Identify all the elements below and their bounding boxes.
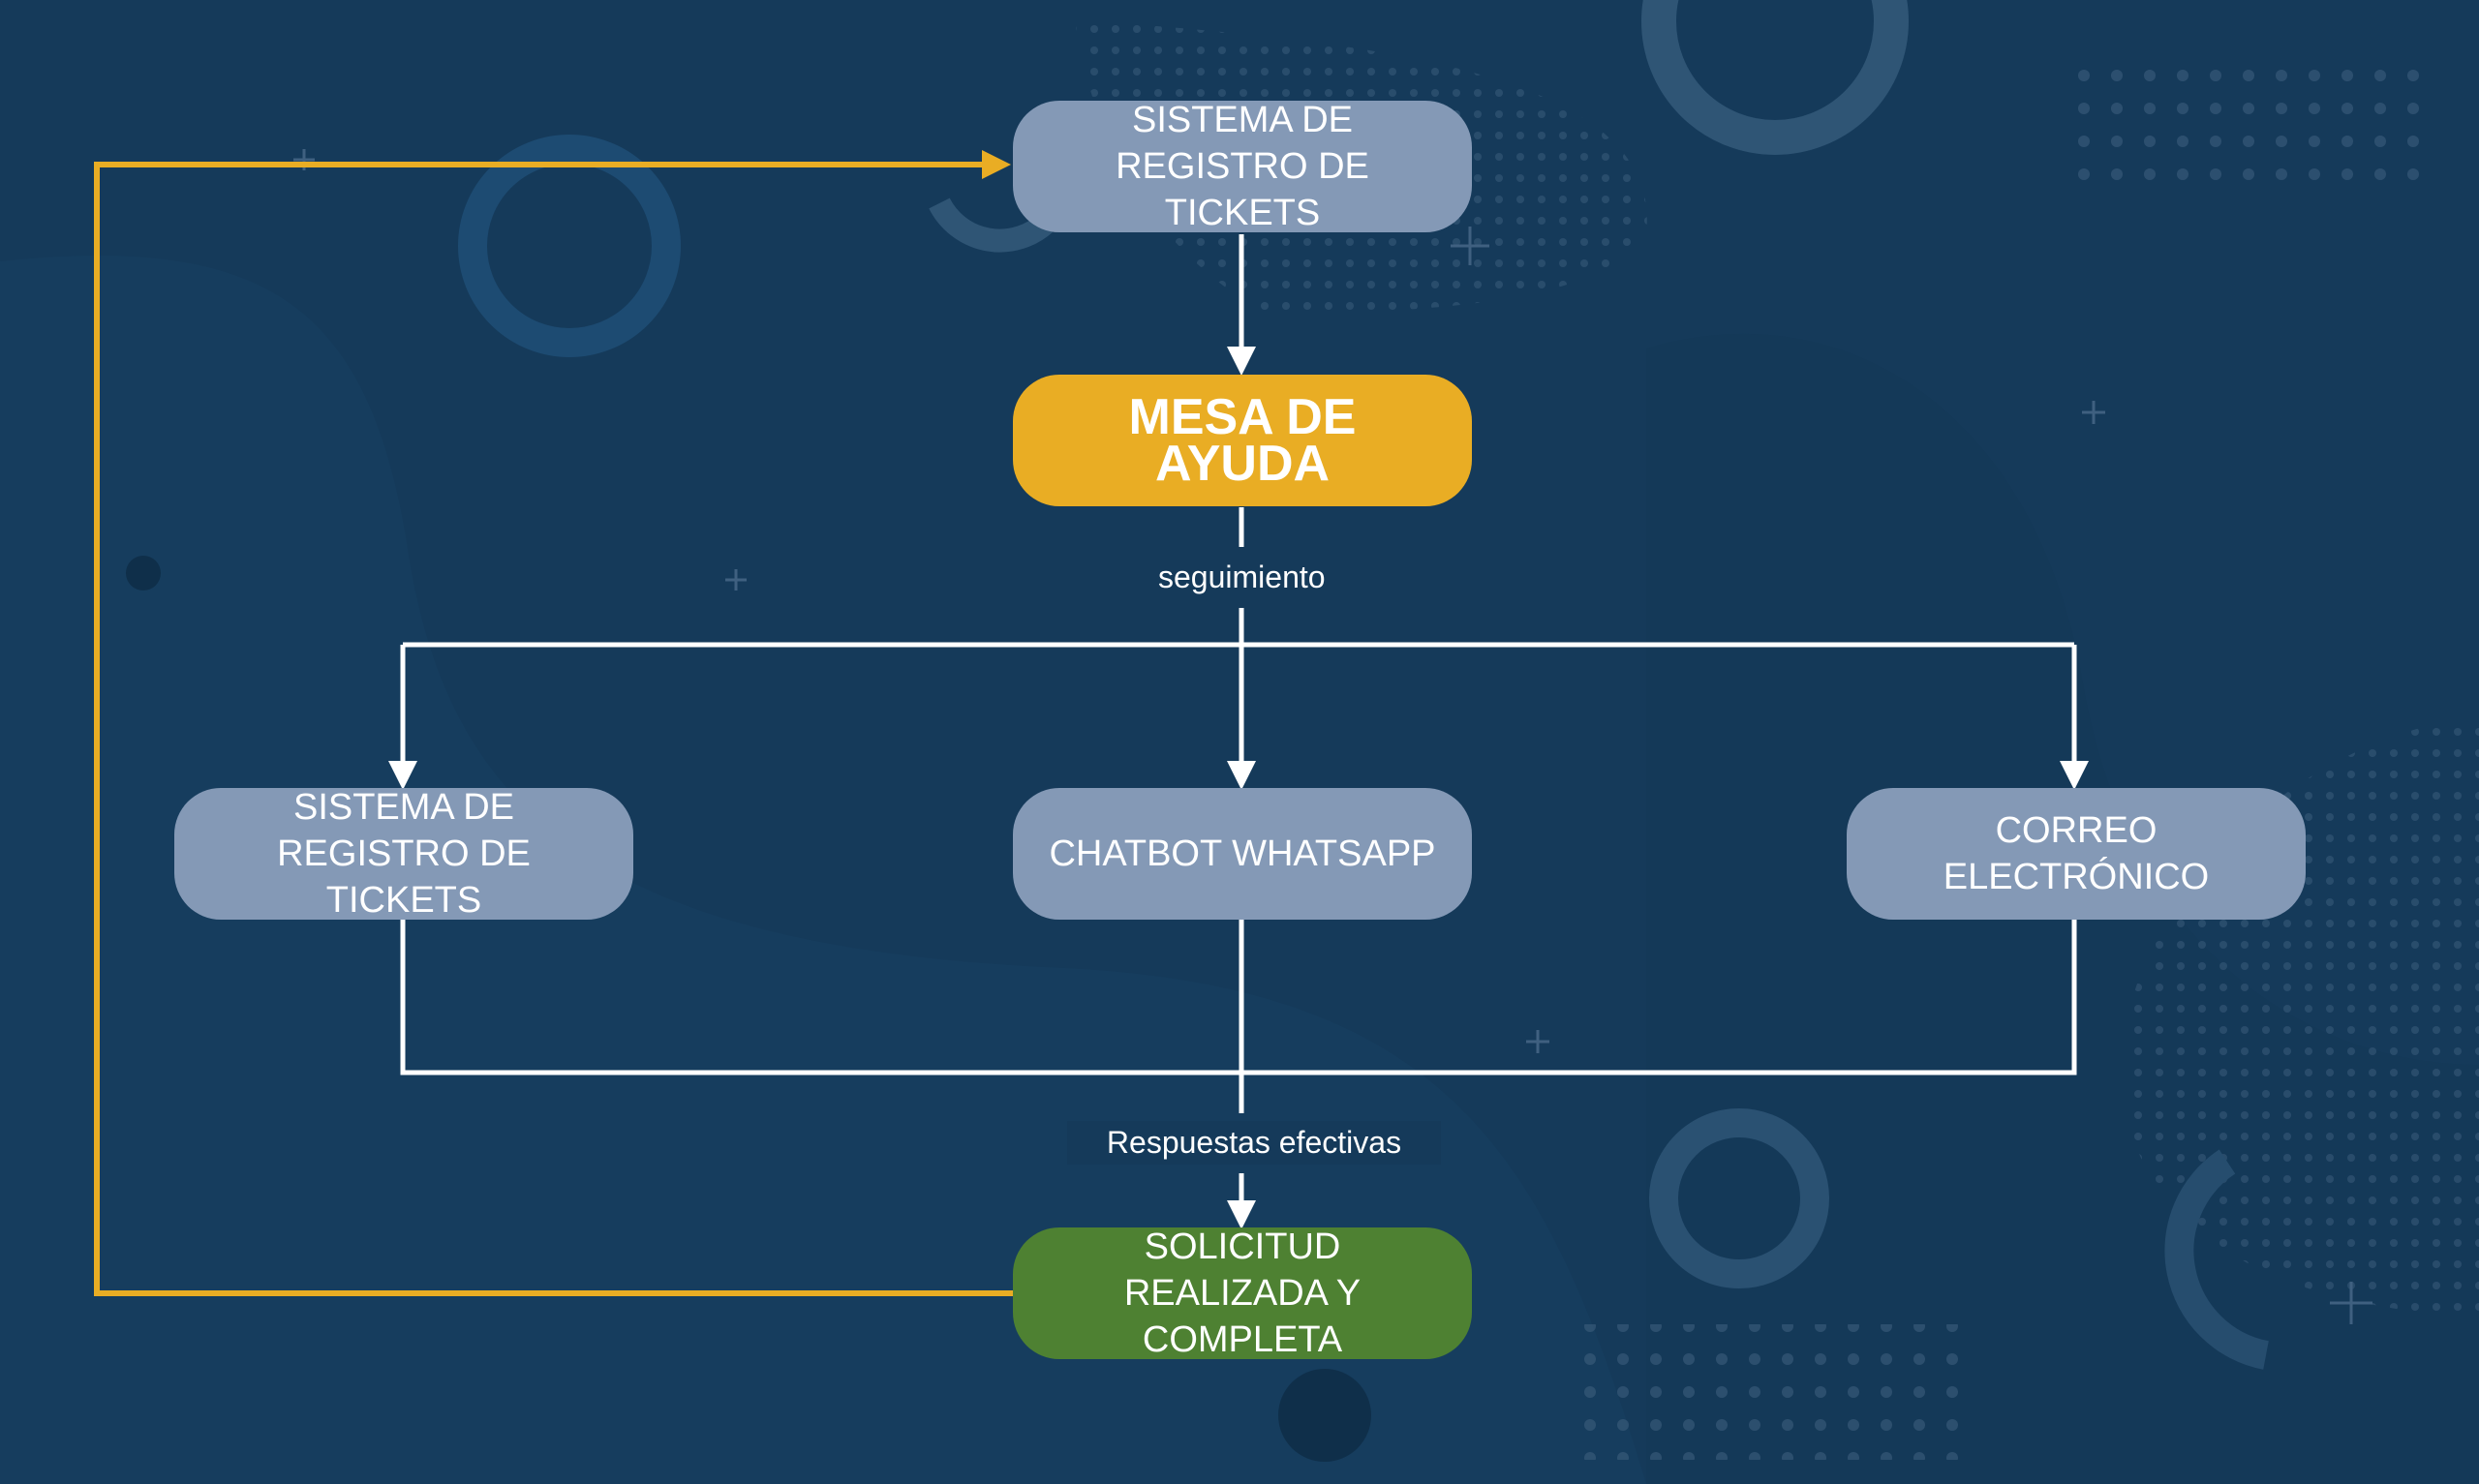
node-label: SISTEMA DE REGISTRO DE TICKETS	[1116, 100, 1369, 233]
dot-grid	[2061, 50, 2429, 186]
dot	[1278, 1369, 1371, 1462]
ring	[458, 135, 681, 357]
node-ticket-system-top: SISTEMA DE REGISTRO DE TICKETS	[1013, 100, 1472, 233]
node-ticket-system-left: SISTEMA DE REGISTRO DE TICKETS	[174, 787, 633, 921]
node-label: MESA DE AYUDA	[1128, 389, 1357, 492]
dot-grid	[1580, 1324, 1958, 1460]
ring	[1649, 1108, 1829, 1288]
feedback-loop-arrow	[94, 150, 1013, 1296]
node-label: CHATBOT WHATSAPP	[1049, 833, 1436, 874]
node-email: CORREO ELECTRÓNICO	[1847, 788, 2306, 920]
label-followup: seguimiento	[1145, 556, 1338, 599]
node-label: CORREO ELECTRÓNICO	[1943, 810, 2210, 897]
ring	[1641, 0, 1909, 155]
ring-arc	[929, 197, 1055, 253]
plus-marks	[293, 149, 2372, 1324]
node-chatbot-whatsapp: CHATBOT WHATSAPP	[1013, 788, 1472, 920]
node-request-completed: SOLICITUD REALIZADA Y COMPLETA	[1013, 1227, 1472, 1360]
line-merge	[400, 920, 2077, 1075]
background-wave	[0, 255, 1646, 1484]
node-help-desk: MESA DE AYUDA	[1013, 375, 1472, 506]
node-label: SISTEMA DE REGISTRO DE TICKETS	[277, 787, 531, 921]
label-effective-responses: Respuestas efectivas	[1067, 1121, 1441, 1165]
node-label: SOLICITUD REALIZADA Y COMPLETA	[1123, 1227, 1362, 1360]
ring-arc	[2164, 1149, 2270, 1370]
dot	[126, 556, 161, 591]
